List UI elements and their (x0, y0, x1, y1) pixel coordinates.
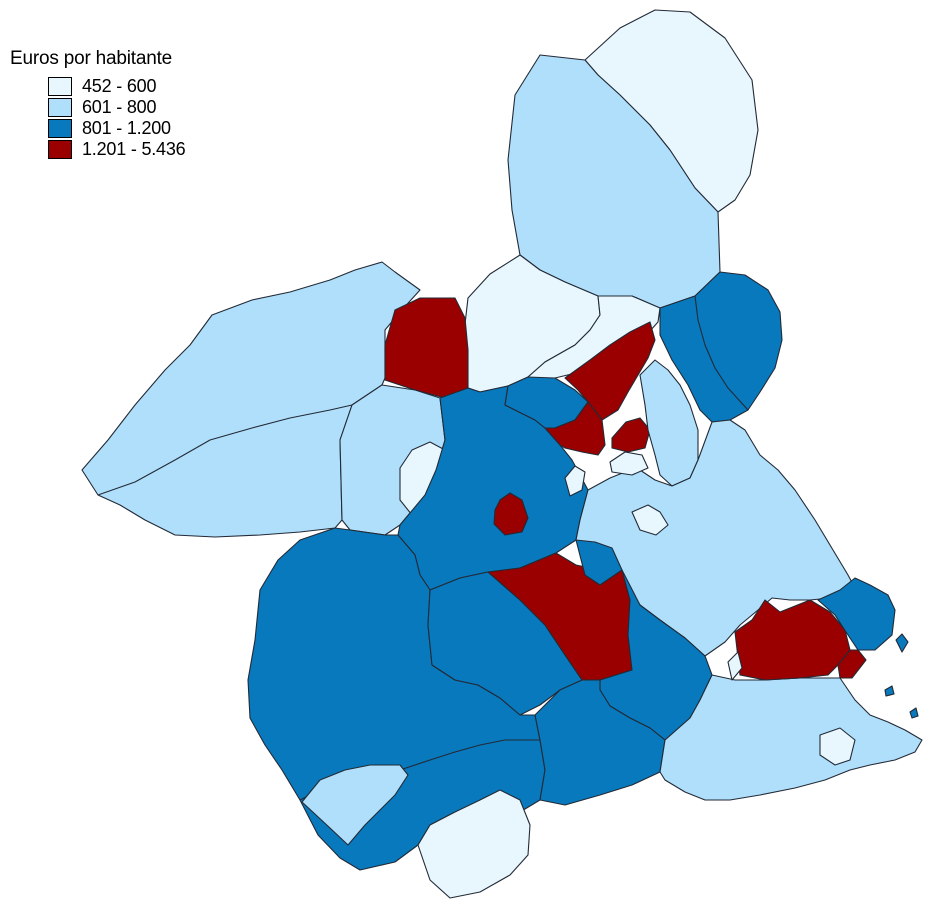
map-region-coast-tiny-light (727, 651, 743, 681)
legend-title: Euros por habitante (10, 48, 173, 69)
map-divider-west (97, 404, 353, 496)
legend-label: 1.201 - 5.436 (82, 139, 186, 159)
map-region-tiny-light-a (609, 451, 649, 476)
map-region-south-east-light (659, 674, 923, 801)
map-region-coast-red-small (837, 649, 867, 679)
legend: Euros por habitante 452 - 600 601 - 800 … (10, 48, 186, 160)
legend-swatch (48, 77, 72, 96)
legend-swatch (48, 119, 72, 138)
legend-swatch (48, 140, 72, 159)
legend-item-1: 452 - 600 (48, 76, 185, 97)
legend-item-2: 601 - 800 (48, 97, 185, 118)
legend-label: 801 - 1.200 (82, 118, 171, 138)
map-region-south-light-bottom (417, 789, 531, 899)
map-region-east-red (734, 599, 851, 681)
legend-label: 452 - 600 (82, 76, 157, 96)
map-region-center-red (493, 492, 529, 536)
legend-swatch (48, 98, 72, 117)
map-island-c (909, 707, 919, 719)
map-region-tiny-light-b (564, 465, 586, 497)
map-region-east-blue-north (659, 271, 783, 423)
map-divider-east-blue (694, 295, 749, 411)
map-region-coast-blue-north (817, 577, 896, 651)
map-region-north-west-red (384, 297, 469, 399)
legend-item-4: 1.201 - 5.436 (48, 139, 186, 160)
map-region-central-red-south (544, 401, 606, 456)
map-island-b (884, 685, 895, 697)
map-region-west-large (81, 261, 421, 538)
map-island-a (895, 633, 909, 653)
legend-item-3: 801 - 1.200 (48, 118, 185, 139)
map-region-tiny-light-c (631, 504, 669, 536)
map-region-south-light-left (301, 764, 409, 846)
legend-label: 601 - 800 (82, 97, 157, 117)
map-region-south-east-light-inset (819, 727, 856, 766)
map-region-central-red-east (611, 417, 651, 453)
